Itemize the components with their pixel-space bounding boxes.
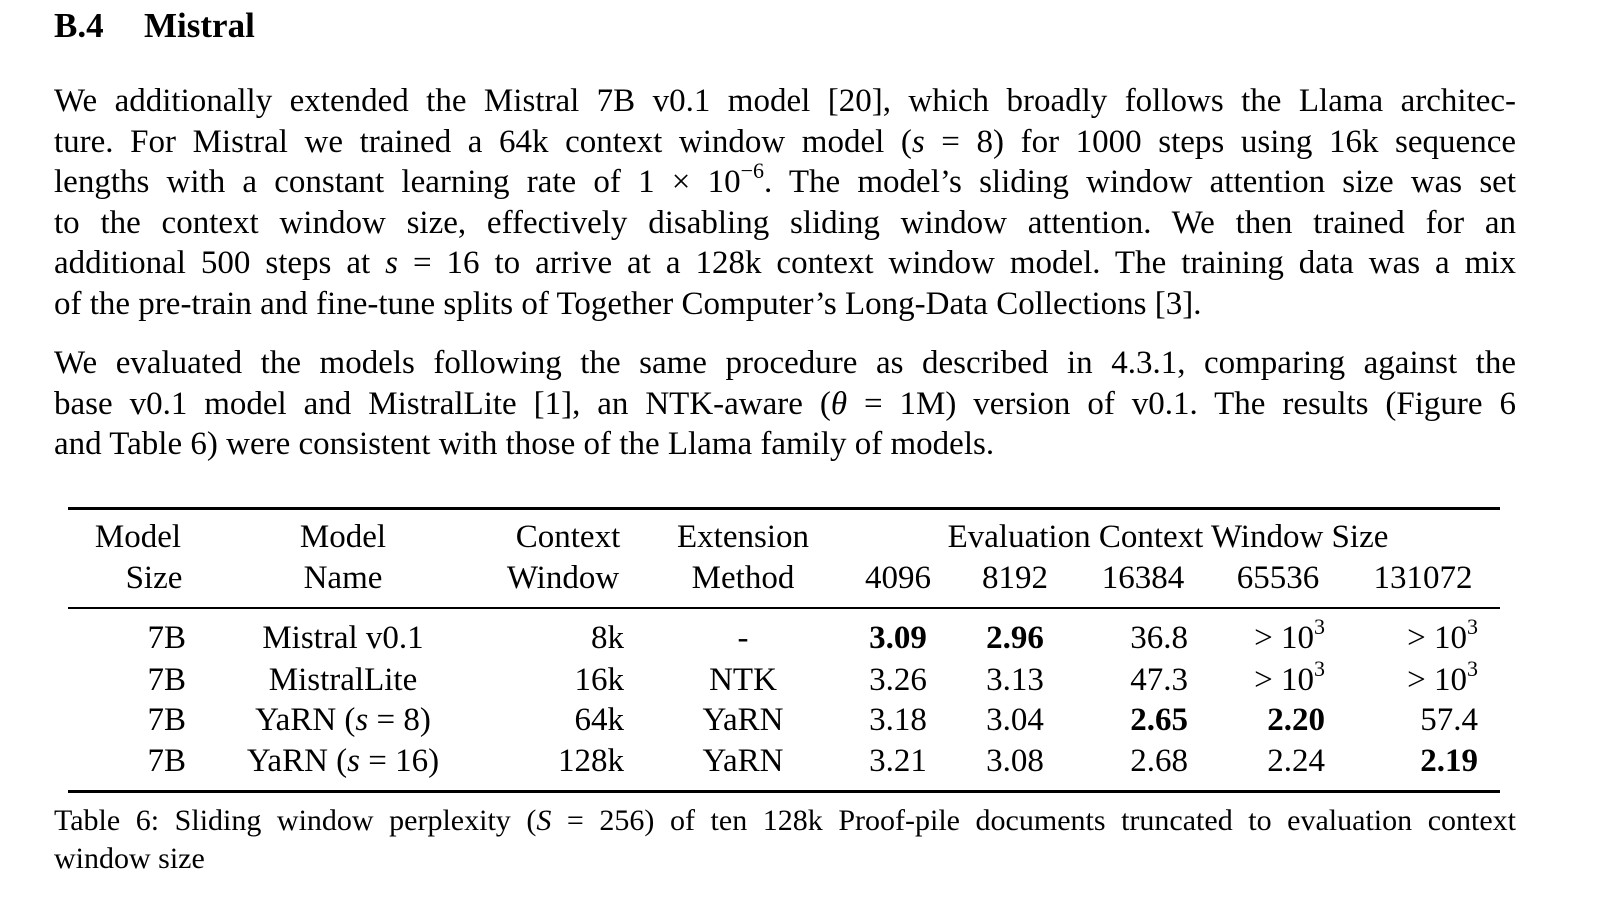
cell-eval-65536: 2.24 [1267,743,1325,779]
cell-context: 16k [574,662,625,698]
paragraph-line: We additionally extended the Mistral 7B … [54,83,1516,119]
cell-context: 128k [558,743,624,779]
paragraph-2: We evaluated the models following the sa… [54,343,1516,465]
header-model-size-2: Size [125,560,183,596]
cell-name: YaRN (s = 8) [255,702,431,738]
table-header-rule [68,607,1500,609]
cell-size: 7B [147,743,186,779]
cell-eval-131072: 2.19 [1420,743,1478,779]
cell-eval-16384: 2.65 [1130,702,1188,738]
paragraph-line: and Table 6) were consistent with those … [54,426,995,462]
cell-method: NTK [709,662,777,698]
cell-eval-4096: 3.21 [869,743,927,779]
header-model-size-1: Model [94,519,182,555]
cell-method: YaRN [702,743,784,779]
cell-size: 7B [147,620,186,656]
cell-eval-65536: > 103 [1254,656,1325,699]
cell-eval-65536: > 103 [1254,614,1325,657]
cell-method: YaRN [702,702,784,738]
cell-name: MistralLite [268,662,418,698]
cell-eval-16384: 2.68 [1130,743,1188,779]
header-extension-1: Extension [677,519,809,555]
cell-eval-8192: 3.08 [986,743,1044,779]
cell-name: YaRN (s = 16) [246,743,440,779]
cell-eval-131072: > 103 [1407,614,1478,657]
paragraph-line: additional 500 steps at s = 16 to arrive… [54,245,1516,281]
paragraph-1: We additionally extended the Mistral 7B … [54,81,1516,324]
cell-eval-4096: 3.09 [869,620,927,656]
header-eval-4096: 4096 [865,560,931,596]
paragraph-line: We evaluated the models following the sa… [54,345,1516,381]
section-title: Mistral [144,6,255,45]
cell-eval-131072: > 103 [1407,656,1478,699]
cell-eval-8192: 3.13 [986,662,1044,698]
cell-size: 7B [147,662,186,698]
paragraph-line: lengths with a constant learning rate of… [54,158,1516,201]
table-caption: Table 6: Sliding window perplexity (S = … [54,802,1516,878]
paragraph-line: ture. For Mistral we trained a 64k conte… [54,123,1516,160]
header-context-2: Window [506,560,620,596]
cell-eval-8192: 2.96 [986,620,1044,656]
header-eval-65536: 65536 [1236,560,1320,596]
section-number: B.4 [54,6,104,45]
header-model-name-1: Model [299,519,387,555]
section-heading: B.4 Mistral [54,6,255,46]
header-eval-131072: 131072 [1373,560,1473,596]
cell-name: Mistral v0.1 [262,620,424,656]
header-eval-group: Evaluation Context Window Size [947,519,1389,555]
cell-size: 7B [147,702,186,738]
cell-eval-65536: 2.20 [1267,702,1325,738]
caption-line: window size [54,842,205,875]
paragraph-line: base v0.1 model and MistralLite [1], an … [54,385,1517,422]
cell-eval-16384: 36.8 [1130,620,1188,656]
header-model-name-2: Name [303,560,383,596]
table-top-rule [68,507,1500,510]
paragraph-line: of the pre-train and fine-tune splits of… [54,285,1202,322]
paragraph-line: to the context window size, effectively … [54,204,1516,241]
cell-eval-131072: 57.4 [1420,702,1478,738]
header-eval-8192: 8192 [982,560,1048,596]
cell-method: - [737,620,749,656]
header-context-1: Context [515,519,621,555]
cell-eval-16384: 47.3 [1130,662,1188,698]
cell-context: 64k [574,702,625,738]
cell-eval-4096: 3.18 [869,702,927,738]
cell-eval-8192: 3.04 [986,702,1044,738]
header-extension-2: Method [691,560,795,596]
cell-eval-4096: 3.26 [869,662,927,698]
table-bottom-rule [68,790,1500,793]
cell-context: 8k [591,620,624,656]
caption-line: Table 6: Sliding window perplexity (S = … [54,804,1516,837]
header-eval-16384: 16384 [1101,560,1185,596]
